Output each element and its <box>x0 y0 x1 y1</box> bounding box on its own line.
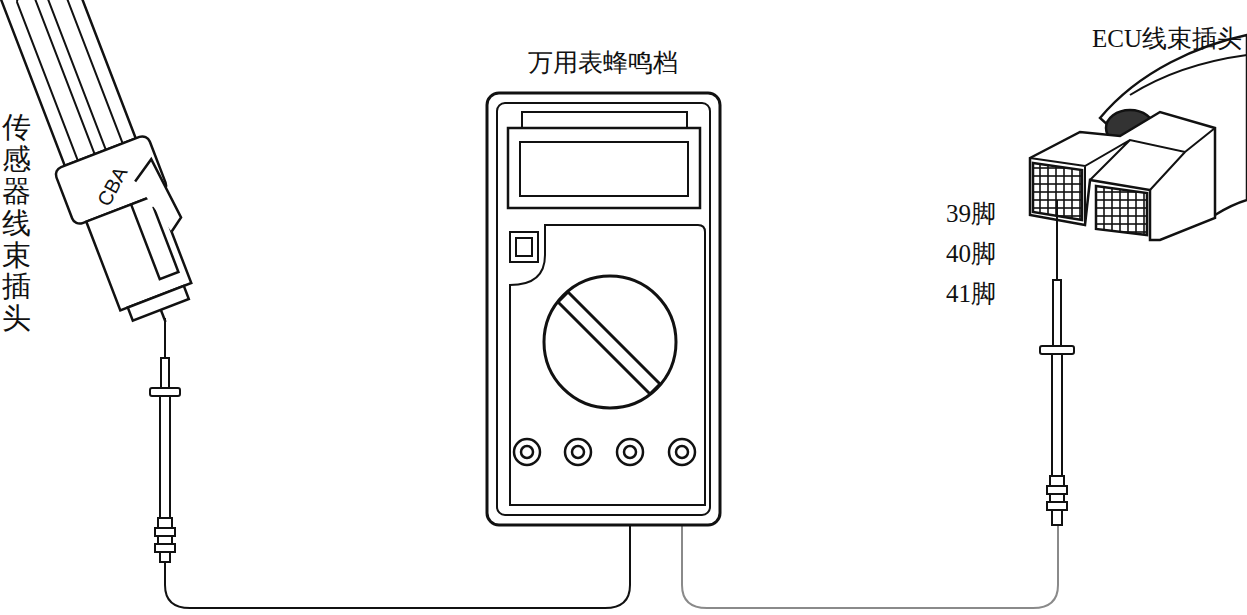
ecu-connector <box>1030 35 1247 240</box>
pin-number: 40脚 <box>946 237 996 270</box>
pin-number: 39脚 <box>946 197 996 230</box>
probe <box>1040 218 1074 525</box>
meter-mode-label: 万用表蜂鸣档 <box>528 46 678 79</box>
sensor-connector <box>0 0 214 340</box>
pin-number: 41脚 <box>946 277 996 310</box>
multimeter <box>487 93 720 525</box>
probe <box>150 318 180 562</box>
red-test-lead <box>682 452 1058 608</box>
sensor-connector-label: 传感器线束插头 <box>2 112 31 335</box>
ecu-connector-label: ECU线束插头 <box>1092 22 1242 55</box>
